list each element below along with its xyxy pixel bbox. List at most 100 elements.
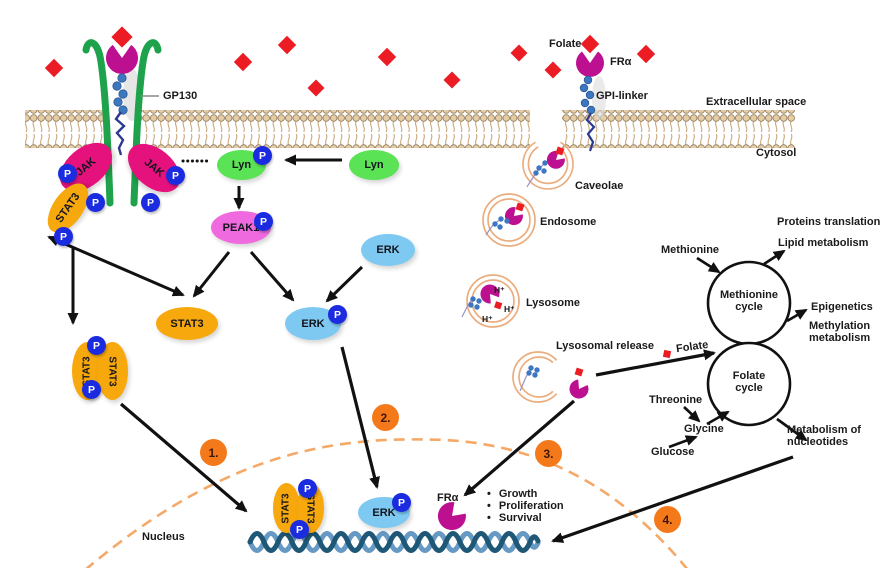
- fra-label-top: FRα: [610, 56, 632, 68]
- endosome-cargo: [485, 202, 525, 236]
- h-plus-label: H⁺: [504, 304, 515, 314]
- p-badge: P: [253, 146, 272, 165]
- step-4-badge: 4.: [654, 506, 681, 533]
- lyn-label: Lyn: [364, 159, 384, 171]
- arrow-folate-to-folate-cycle: [595, 349, 716, 377]
- lyn-label: Lyn: [231, 159, 252, 171]
- h-plus-label: H⁺: [494, 285, 505, 295]
- step-3-badge: 3.: [535, 440, 562, 467]
- p-badge: P: [82, 380, 101, 399]
- glycine-label: Glycine: [684, 423, 724, 435]
- nucleus-boundary: [85, 438, 689, 568]
- p-badge: P: [166, 166, 185, 185]
- stat3-label: STAT3: [281, 492, 292, 524]
- bullet-icon: •: [487, 500, 491, 512]
- nucleus-label: Nucleus: [142, 531, 185, 543]
- pathway-arrows: [47, 154, 808, 543]
- jak-label: JAK: [141, 156, 167, 180]
- lysosomal-release-cargo: [519, 365, 589, 399]
- bullet-icon: •: [487, 512, 491, 524]
- metabolism-nucleotides-label: Metabolism of nucleotides: [787, 424, 861, 448]
- outcome-survival: • Survival: [487, 512, 542, 524]
- epigenetics-label: Epigenetics: [811, 301, 873, 313]
- p-badge: P: [87, 336, 106, 355]
- lysosome-cargo: [461, 284, 503, 318]
- outcome-proliferation: • Proliferation: [487, 500, 564, 512]
- p-badge: P: [328, 305, 347, 324]
- gpi-linker-label: GPI-linker: [596, 90, 648, 102]
- lyn-free-ellipse: Lyn: [349, 150, 399, 180]
- stat3-free-ellipse: STAT3: [156, 307, 218, 340]
- folate-cycle-circle: [706, 341, 792, 427]
- step-1-badge: 1.: [200, 439, 227, 466]
- p-badge: P: [392, 493, 411, 512]
- gp130-label: GP130: [163, 90, 198, 102]
- arrow-erkp-to-nucleus: [340, 346, 380, 489]
- caveolae-vesicle: [522, 141, 574, 190]
- arrow-cycle-to-nucleotides: [776, 417, 808, 442]
- lysosome-label: Lysosome: [526, 297, 581, 309]
- lysosomal-release-label: Lysosomal release: [556, 340, 655, 352]
- folate-diamond-bound-fra: [580, 34, 600, 54]
- step-2-badge: 2.: [372, 404, 399, 431]
- stat3-label: STAT3: [170, 317, 204, 330]
- arrow-glucose-to-glycine: [668, 435, 698, 449]
- outcome-label: Proliferation: [498, 500, 564, 512]
- stat3-label: STAT3: [107, 355, 118, 387]
- fra-receptor: [576, 34, 605, 152]
- caveolae-cargo: [526, 146, 565, 188]
- proteins-translation-label: Proteins translation: [777, 216, 881, 228]
- fra-chain-shadow: [592, 76, 606, 120]
- arrow-peak1-to-stat3: [192, 251, 231, 298]
- threonine-label: Threonine: [649, 394, 703, 406]
- cytosol-label: Cytosol: [756, 147, 797, 159]
- outcome-label: Survival: [498, 512, 542, 524]
- arrow-stat3-shuttle: [47, 235, 185, 297]
- arrow-dimer-to-nucleus: [119, 402, 248, 513]
- fra-nuclear: [437, 502, 466, 531]
- p-badge: P: [290, 520, 309, 539]
- p-badge: P: [141, 193, 160, 212]
- folate-diamonds: [44, 35, 656, 97]
- glucose-label: Glucose: [651, 446, 695, 458]
- arrow-cycle-to-translation: [763, 249, 786, 266]
- fra-in-gp130: [106, 26, 138, 156]
- p-badge: P: [298, 479, 317, 498]
- folate-diamond-bound-gp130: [111, 26, 133, 48]
- arrow-glycine-to-cycle: [706, 410, 730, 426]
- arrow-cycle-to-epigenetics: [786, 308, 808, 323]
- arrow-methionine-to-cycle: [696, 256, 721, 274]
- arrow-erk-to-erkp: [325, 265, 364, 303]
- erk-label: ERK: [376, 244, 400, 256]
- extracellular-label: Extracellular space: [706, 96, 807, 108]
- folate-label-top: Folate: [549, 38, 582, 50]
- methylation-metabolism-label: Methylation metabolism: [809, 320, 871, 344]
- arrow-cycle-to-dna: [551, 455, 794, 543]
- p-badge: P: [54, 227, 73, 246]
- bullet-icon: •: [487, 488, 491, 500]
- lipid-metabolism-label: Lipid metabolism: [778, 237, 869, 249]
- erk-phospho-ellipse: ERK: [285, 307, 341, 340]
- p-badge: P: [254, 212, 273, 231]
- h-plus-label: H⁺: [482, 314, 493, 324]
- arrow-threonine-to-glycine: [683, 406, 701, 423]
- erk-free-ellipse: ERK: [361, 234, 415, 266]
- caveolae-label: Caveolae: [575, 180, 624, 192]
- arrow-fra-to-nucleus: [463, 399, 576, 497]
- outcome-label: Growth: [498, 488, 538, 500]
- methionine-label: Methionine: [661, 244, 720, 256]
- folate-square-released: [662, 349, 672, 359]
- endosome-label: Endosome: [540, 216, 597, 228]
- outcome-growth: • Growth: [487, 488, 537, 500]
- erk-label: ERK: [372, 506, 396, 519]
- methionine-cycle-label: Methionine cycle: [719, 289, 779, 313]
- gpi-membrane-anchor: [585, 112, 596, 152]
- p-badge: P: [58, 164, 77, 183]
- arrow-peak1-to-erk: [249, 251, 295, 302]
- fra-nuclear-label: FRα: [437, 492, 459, 504]
- p-badge: P: [86, 193, 105, 212]
- gp130-membrane-anchor: [114, 111, 126, 156]
- jak-label: JAK: [73, 155, 99, 179]
